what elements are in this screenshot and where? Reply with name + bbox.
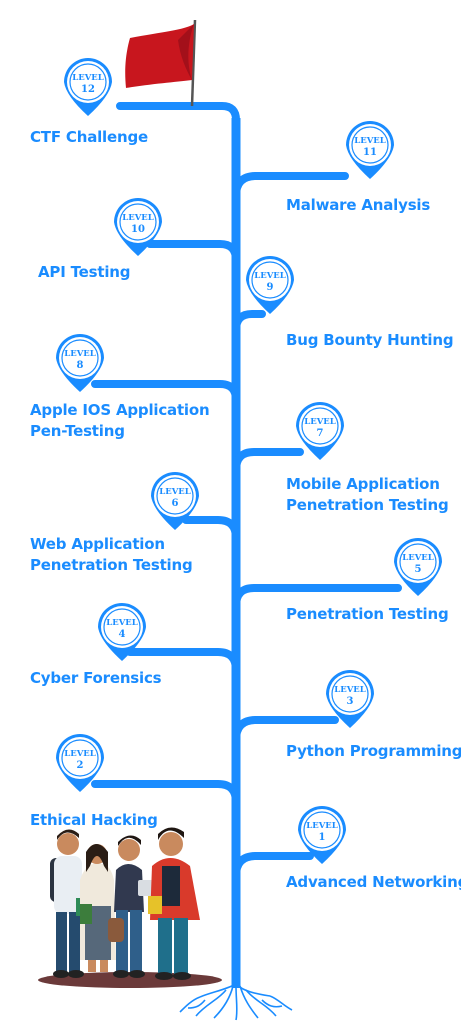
level-title-12: CTF Challenge: [30, 127, 148, 148]
level-title-line: Advanced Networking: [286, 873, 461, 891]
student-2: [80, 844, 116, 972]
level-title-line: Bug Bounty Hunting: [286, 331, 454, 349]
level-title-line: Ethical Hacking: [30, 811, 158, 829]
level-title-line: Python Programming: [286, 742, 461, 760]
level-title-9: Bug Bounty Hunting: [286, 330, 454, 351]
level-word: LEVEL: [306, 821, 338, 831]
level-title-line: Penetration Testing: [30, 556, 193, 574]
level-title-line: CTF Challenge: [30, 128, 148, 146]
students-illustration: [38, 827, 222, 988]
level-word: LEVEL: [159, 487, 191, 497]
level-word: LEVEL: [304, 417, 336, 427]
level-number: 12: [81, 84, 95, 95]
level-word: LEVEL: [72, 73, 104, 83]
level-title-2: Ethical Hacking: [30, 810, 158, 831]
student-4: [148, 827, 200, 980]
level-title-4: Cyber Forensics: [30, 668, 162, 689]
level-number: 8: [77, 360, 84, 371]
level-number: 10: [131, 224, 145, 235]
level-number: 4: [119, 629, 126, 640]
flag-icon: [125, 24, 194, 88]
level-word: LEVEL: [354, 136, 386, 146]
level-title-1: Advanced Networking: [286, 872, 461, 893]
level-title-3: Python Programming: [286, 741, 461, 762]
student-3: [108, 835, 162, 978]
level-word: LEVEL: [64, 749, 96, 759]
level-title-line: Mobile Application: [286, 475, 440, 493]
level-title-line: Cyber Forensics: [30, 669, 162, 687]
level-title-line: Penetration Testing: [286, 605, 449, 623]
level-title-line: API Testing: [38, 263, 131, 281]
level-title-10: API Testing: [38, 262, 130, 283]
level-title-line: Apple IOS Application: [30, 401, 210, 419]
level-number: 1: [319, 832, 326, 843]
level-number: 3: [347, 696, 354, 707]
level-word: LEVEL: [334, 685, 366, 695]
tree-roots: [179, 983, 293, 1021]
level-title-line: Pen-Testing: [30, 422, 125, 440]
tree-trunk: [116, 102, 240, 124]
level-title-11: Malware Analysis: [286, 195, 430, 216]
level-badges: LEVEL1LEVEL2LEVEL3LEVEL4LEVEL5LEVEL6LEVE…: [56, 58, 442, 864]
level-number: 9: [267, 282, 274, 293]
tree-branches: [91, 172, 402, 880]
level-number: 7: [317, 428, 324, 439]
level-number: 11: [363, 147, 377, 158]
flag-pole: [190, 19, 197, 107]
level-title-5: Penetration Testing: [286, 604, 449, 625]
level-number: 6: [172, 498, 179, 509]
level-word: LEVEL: [402, 553, 434, 563]
level-word: LEVEL: [106, 618, 138, 628]
level-title-line: Web Application: [30, 535, 165, 553]
level-word: LEVEL: [64, 349, 96, 359]
level-title-line: Malware Analysis: [286, 196, 431, 214]
level-number: 2: [77, 760, 84, 771]
level-word: LEVEL: [122, 213, 154, 223]
level-title-line: Penetration Testing: [286, 496, 449, 514]
level-word: LEVEL: [254, 271, 286, 281]
level-number: 5: [415, 564, 422, 575]
